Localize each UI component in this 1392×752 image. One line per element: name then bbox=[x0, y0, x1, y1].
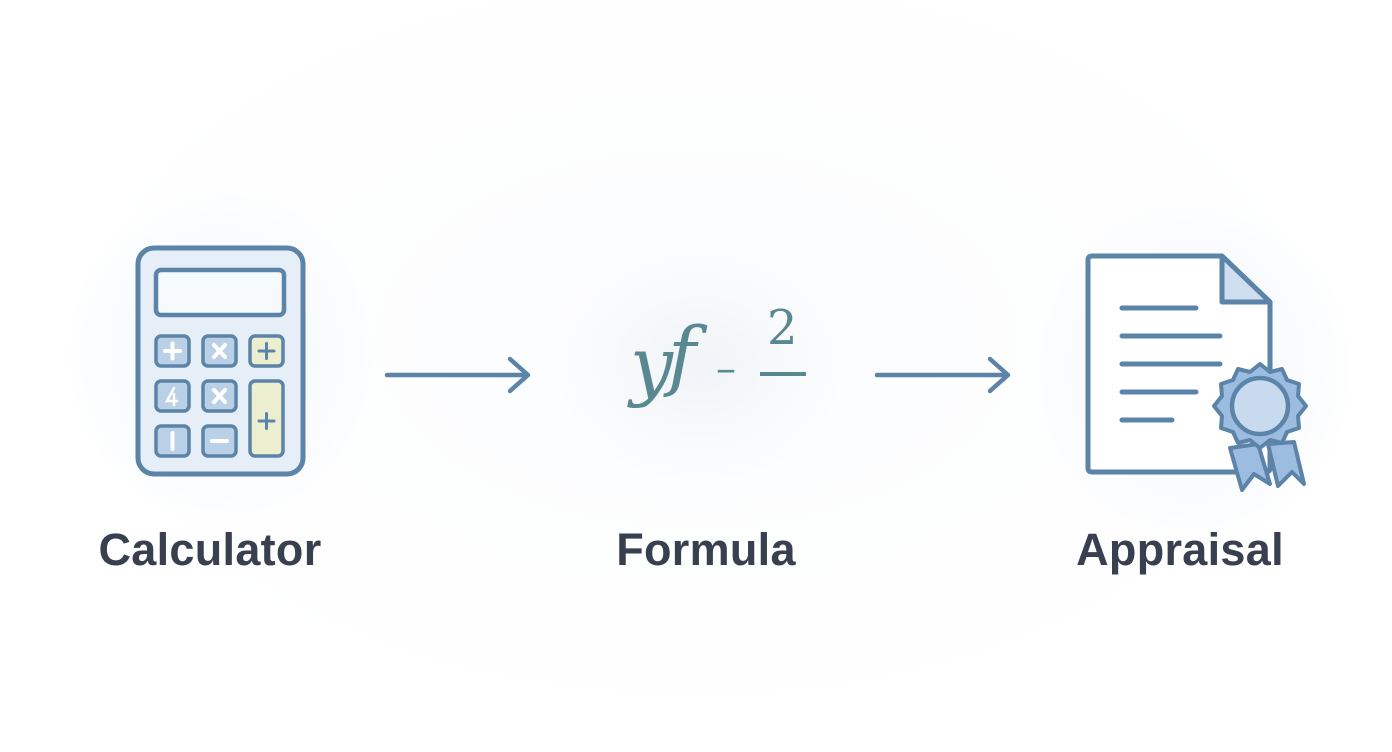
step-label-calculator: Calculator bbox=[98, 524, 322, 575]
step-label-formula: Formula bbox=[616, 524, 796, 575]
formula-glow bbox=[560, 250, 840, 480]
arrow-right-icon bbox=[384, 356, 531, 394]
certificate-document-icon bbox=[1085, 253, 1308, 492]
formula-base: y bbox=[630, 320, 673, 409]
formula-exponent: 2 bbox=[767, 300, 798, 356]
formula-function: f bbox=[668, 310, 697, 399]
formula-fraction-bar bbox=[760, 372, 806, 376]
step-label-appraisal: Appraisal bbox=[1076, 524, 1284, 575]
calculator-icon bbox=[135, 245, 306, 477]
arrow-right-icon bbox=[874, 356, 1011, 394]
formula-dash: – bbox=[716, 346, 736, 392]
formula-icon: y f – 2 bbox=[620, 300, 820, 440]
